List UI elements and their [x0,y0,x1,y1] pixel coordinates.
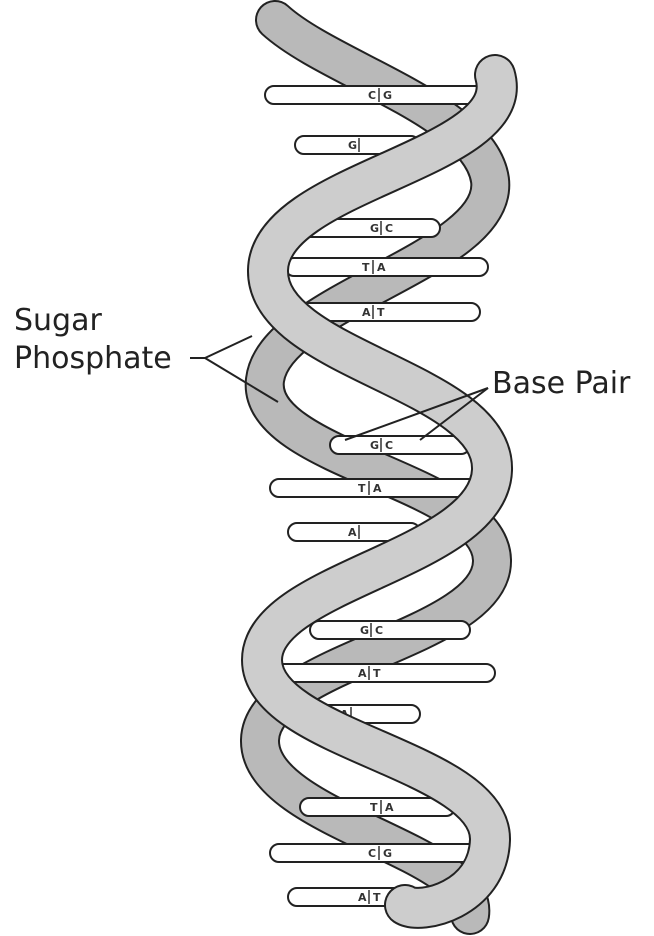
base-letter-right: T [377,306,385,319]
base-pair-rung [265,86,495,104]
base-letter-right: C [375,624,383,637]
base-letter-left: T [370,801,378,814]
base-letter-left: A [358,891,367,904]
base-letter-left: G [348,139,357,152]
base-letter-left: G [370,222,379,235]
base-letter-left: A [348,526,357,539]
base-letter-left: A [362,306,371,319]
base-letter-left: A [358,667,367,680]
base-letter-left: C [368,847,376,860]
base-letter-left: G [360,624,369,637]
base-letter-right: T [373,891,381,904]
base-letter-right: C [385,439,393,452]
base-letter-right: T [373,667,381,680]
base-letter-right: A [377,261,386,274]
base-letter-left: G [370,439,379,452]
base-letter-right: G [383,89,392,102]
base-letter-left: T [362,261,370,274]
base-pair-label: Base Pair [492,366,631,401]
base-letter-right: A [373,482,382,495]
base-letter-right: A [385,801,394,814]
base-letter-right: C [385,222,393,235]
base-pair-rung [285,258,488,276]
base-pair-rung [310,621,470,639]
base-letter-left: T [358,482,366,495]
base-letter-left: C [368,89,376,102]
base-letter-right: G [383,847,392,860]
sugar-phosphate-label-line1: Sugar [14,303,102,338]
sugar-phosphate-label-line2: Phosphate [14,341,172,376]
